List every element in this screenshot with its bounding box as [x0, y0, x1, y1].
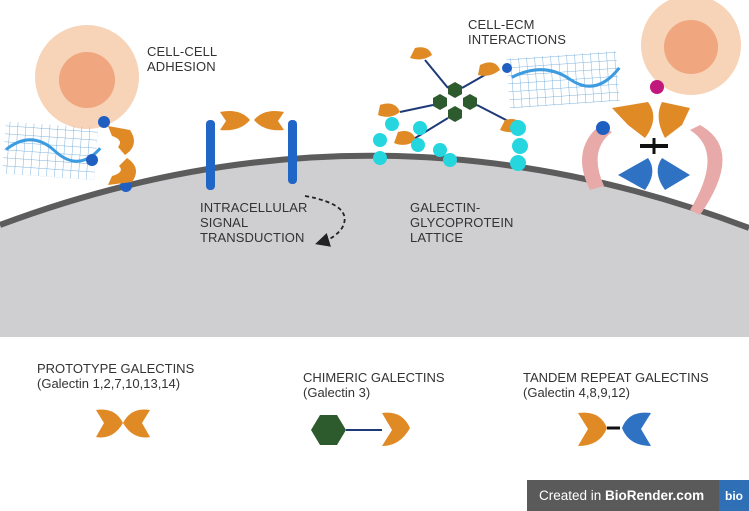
legend-prototype: PROTOTYPE GALECTINS (Galectin 1,2,7,10,1…: [37, 361, 195, 391]
prototype-galectin-icon: [96, 409, 150, 438]
signal-galectin: [206, 111, 297, 190]
biorender-text: Created in BioRender.com: [539, 488, 705, 503]
left-ecm-mesh: [2, 121, 102, 180]
biorender-badge[interactable]: Created in BioRender.com bio: [527, 480, 749, 511]
chimeric-galectin-icon: [311, 412, 410, 446]
label-cell-cell-adhesion: CELL-CELL ADHESION: [147, 44, 218, 74]
legend-chimeric: CHIMERIC GALECTINS (Galectin 3): [303, 370, 445, 400]
signal-arrow: [304, 195, 346, 247]
lattice-galectins: [378, 47, 522, 145]
label-lattice: GALECTIN- GLYCOPROTEIN LATTICE: [410, 200, 514, 245]
right-cell-nucleus: [664, 20, 718, 74]
tandem-repeat-galectin-icon: [578, 412, 651, 446]
label-signal-transduction: INTRACELLULAR SIGNAL TRANSDUCTION: [200, 200, 308, 245]
left-cell-nucleus: [59, 52, 115, 108]
lattice-hexagons: [433, 82, 477, 122]
legend-tandem: TANDEM REPEAT GALECTINS (Galectin 4,8,9,…: [523, 370, 709, 400]
adhesion-galectin: [86, 116, 136, 192]
label-cell-ecm: CELL-ECM INTERACTIONS: [468, 17, 566, 47]
biorender-logo-icon: bio: [719, 480, 749, 511]
lattice-glycans: [373, 117, 528, 171]
ligand-dot: [650, 80, 664, 94]
right-ecm-mesh: [506, 51, 621, 109]
cell-body: [0, 155, 749, 337]
right-receptor-complex: [582, 102, 723, 215]
ecm-anchor-dot: [502, 63, 512, 73]
